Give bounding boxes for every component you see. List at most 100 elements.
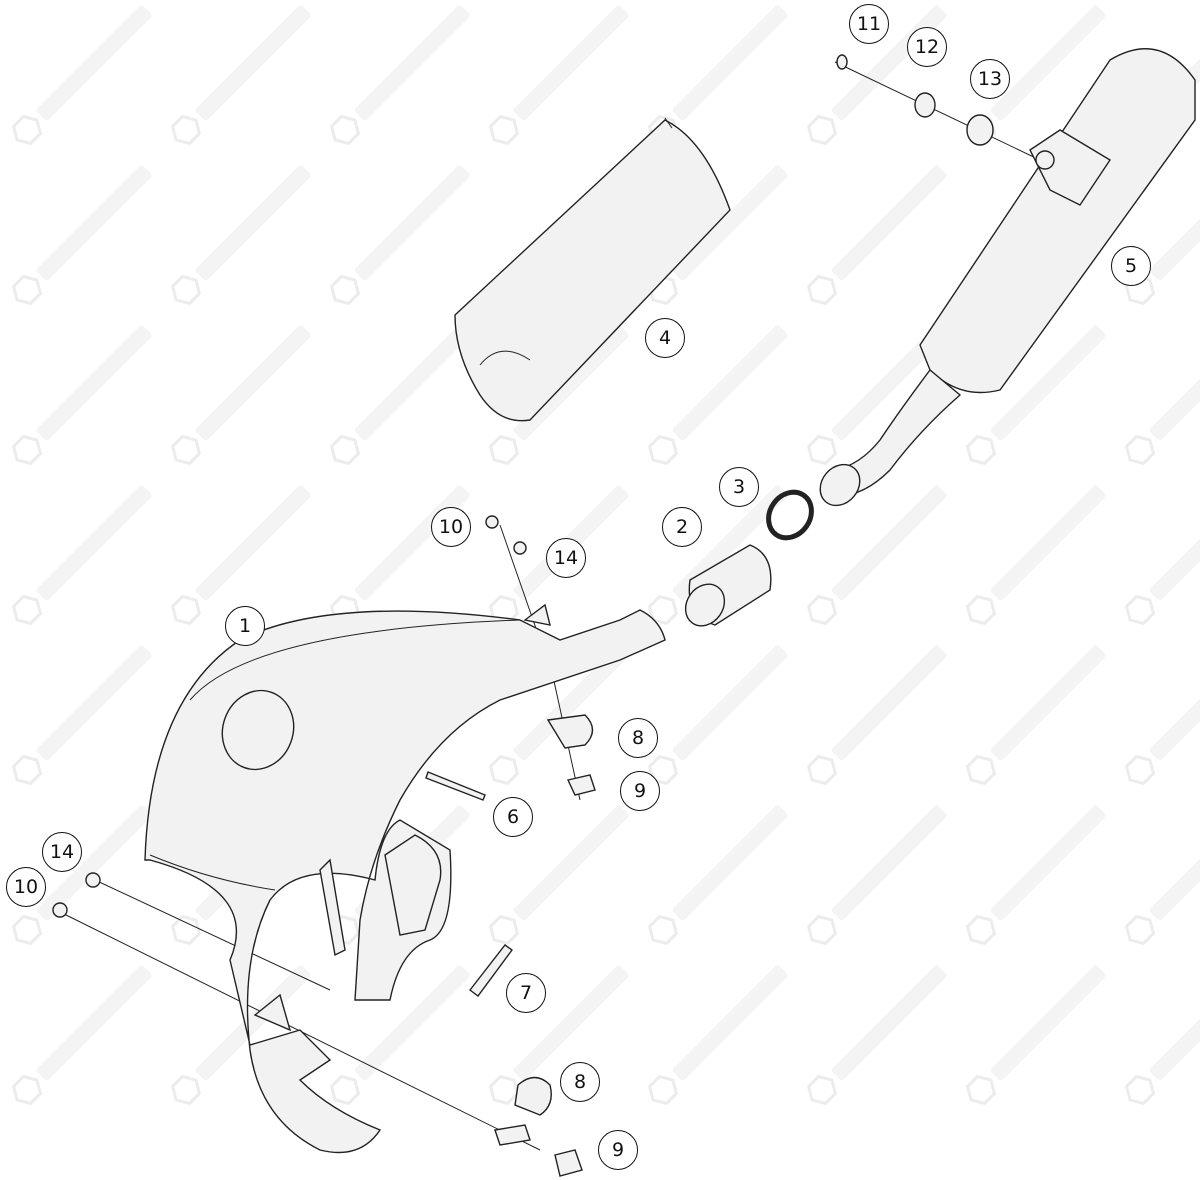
watermark <box>329 325 470 466</box>
watermark <box>647 805 788 946</box>
watermark-lettering <box>1149 645 1200 761</box>
watermark <box>488 645 629 786</box>
watermark <box>965 325 1106 466</box>
hexagon-nut-icon <box>1124 594 1156 626</box>
callout-7[interactable]: 7 <box>506 973 546 1013</box>
callout-11[interactable]: 11 <box>849 4 889 44</box>
hexagon-nut-icon <box>170 274 202 306</box>
watermark-lettering <box>36 325 152 441</box>
hexagon-nut-icon <box>11 1074 43 1106</box>
watermark <box>329 5 470 146</box>
hexagon-nut-icon <box>1124 754 1156 786</box>
hexagon-nut-icon <box>329 434 361 466</box>
watermark-lettering <box>36 5 152 121</box>
callout-2[interactable]: 2 <box>662 507 702 547</box>
watermark-lettering <box>513 645 629 761</box>
watermark <box>11 485 152 626</box>
watermark <box>647 965 788 1106</box>
part-5-silencer <box>819 48 1196 507</box>
callout-1[interactable]: 1 <box>225 606 265 646</box>
watermark <box>488 805 629 946</box>
watermark-lettering <box>1149 965 1200 1081</box>
callout-9[interactable]: 9 <box>598 1130 638 1170</box>
hexagon-nut-icon <box>170 594 202 626</box>
hexagon-nut-icon <box>11 754 43 786</box>
callout-8[interactable]: 8 <box>618 718 658 758</box>
watermark <box>170 485 311 626</box>
watermark-lettering <box>672 805 788 921</box>
watermark-lettering <box>1149 325 1200 441</box>
watermark <box>806 165 947 306</box>
hexagon-nut-icon <box>647 754 679 786</box>
callout-6[interactable]: 6 <box>493 797 533 837</box>
watermark-lettering <box>195 165 311 281</box>
watermark-lettering <box>831 645 947 761</box>
watermark <box>170 165 311 306</box>
watermark-lettering <box>195 325 311 441</box>
hexagon-nut-icon <box>965 914 997 946</box>
hexagon-nut-icon <box>488 114 520 146</box>
watermark <box>1124 645 1200 786</box>
hexagon-nut-icon <box>647 434 679 466</box>
watermark-lettering <box>990 5 1106 121</box>
hexagon-nut-icon <box>806 754 838 786</box>
watermark <box>1124 325 1200 466</box>
watermark-lettering <box>195 965 311 1081</box>
watermark <box>170 5 311 146</box>
hexagon-nut-icon <box>11 114 43 146</box>
watermark <box>11 5 152 146</box>
callout-4[interactable]: 4 <box>645 318 685 358</box>
hexagon-nut-icon <box>806 1074 838 1106</box>
callout-14[interactable]: 14 <box>42 832 82 872</box>
watermark-lettering <box>1149 805 1200 921</box>
hexagon-nut-icon <box>488 914 520 946</box>
watermark-lettering <box>672 645 788 761</box>
watermark <box>170 325 311 466</box>
watermark <box>11 805 152 946</box>
callout-10[interactable]: 10 <box>431 507 471 547</box>
hexagon-nut-icon <box>1124 434 1156 466</box>
watermark <box>11 645 152 786</box>
hexagon-nut-icon <box>1124 914 1156 946</box>
watermark-lettering <box>36 165 152 281</box>
part-4-heat-shield <box>454 117 731 422</box>
watermark-lettering <box>990 325 1106 441</box>
hexagon-nut-icon <box>329 114 361 146</box>
hexagon-nut-icon <box>11 434 43 466</box>
watermark <box>329 965 470 1106</box>
callout-12[interactable]: 12 <box>907 27 947 67</box>
watermark <box>965 645 1106 786</box>
hexagon-nut-icon <box>806 594 838 626</box>
watermark <box>11 165 152 306</box>
watermark-lettering <box>513 325 629 441</box>
callout-8[interactable]: 8 <box>560 1062 600 1102</box>
watermark-lettering <box>195 485 311 601</box>
watermark-lettering <box>672 5 788 121</box>
watermark <box>1124 965 1200 1106</box>
hexagon-nut-icon <box>11 274 43 306</box>
watermark <box>806 485 947 626</box>
watermark <box>647 325 788 466</box>
watermark <box>329 165 470 306</box>
part-1-exhaust-pipe <box>144 603 666 1154</box>
callout-10[interactable]: 10 <box>6 867 46 907</box>
hexagon-nut-icon <box>488 434 520 466</box>
watermark <box>806 325 947 466</box>
callout-13[interactable]: 13 <box>970 59 1010 99</box>
watermark <box>170 965 311 1106</box>
watermark-lettering <box>354 5 470 121</box>
watermark <box>329 485 470 626</box>
hexagon-nut-icon <box>329 274 361 306</box>
callout-3[interactable]: 3 <box>719 467 759 507</box>
watermark-lettering <box>36 485 152 601</box>
watermark <box>806 805 947 946</box>
watermark <box>488 5 629 146</box>
hexagon-nut-icon <box>965 1074 997 1106</box>
watermark-lettering <box>831 485 947 601</box>
callout-5[interactable]: 5 <box>1111 246 1151 286</box>
hexagon-nut-icon <box>647 914 679 946</box>
callout-9[interactable]: 9 <box>620 771 660 811</box>
hexagon-nut-icon <box>647 1074 679 1106</box>
callout-14[interactable]: 14 <box>546 538 586 578</box>
